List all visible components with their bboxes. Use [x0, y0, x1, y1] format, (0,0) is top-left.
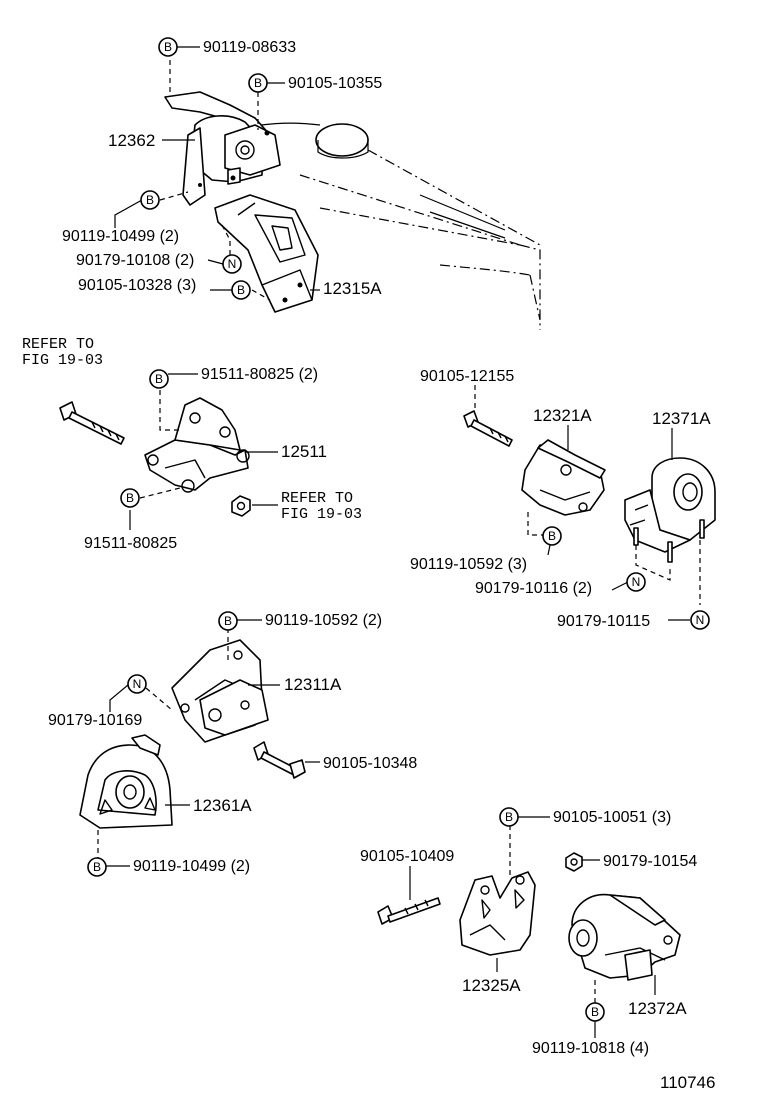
callout-tags: B B B N B B B B N N B N B B B	[87, 37, 710, 1022]
bracket-12321a	[521, 439, 606, 516]
part-labels: 90119-08633 90105-10355 12362 90119-1049…	[22, 39, 715, 1092]
label-90105-10348: 90105-10348	[323, 755, 417, 772]
label-fig-19-03-1: FIG 19-03	[22, 352, 103, 369]
label-12321a: 12321A	[533, 406, 592, 425]
n-tag: N	[690, 610, 710, 630]
label-90179-10169: 90179-10169	[48, 712, 142, 729]
label-90105-10328: 90105-10328 (3)	[78, 277, 196, 294]
svg-text:B: B	[254, 76, 262, 90]
label-12371a: 12371A	[652, 409, 711, 428]
n-tag: N	[222, 254, 242, 274]
svg-text:N: N	[632, 575, 641, 589]
label-fig-19-03-2: FIG 19-03	[281, 506, 362, 523]
svg-text:B: B	[164, 40, 172, 54]
label-12372a: 12372A	[628, 999, 687, 1018]
label-91511-80825: 91511-80825	[84, 535, 177, 552]
label-90179-10115: 90179-10115	[557, 613, 650, 630]
nut-refer	[231, 495, 251, 517]
label-90119-10818: 90119-10818 (4)	[532, 1040, 649, 1057]
bolt-90105-10348	[253, 741, 306, 779]
label-90119-10592-2: 90119-10592 (2)	[265, 612, 382, 629]
bracket-12311a	[171, 639, 269, 743]
label-90179-10154: 90179-10154	[603, 853, 697, 870]
bolt-90105-12155	[463, 410, 513, 447]
b-tag: B	[218, 611, 238, 631]
b-tag: B	[149, 369, 169, 389]
svg-text:B: B	[224, 614, 232, 628]
n-tag: N	[127, 674, 147, 694]
svg-text:N: N	[228, 257, 237, 271]
svg-text:B: B	[505, 810, 513, 824]
b-tag: B	[542, 526, 562, 546]
b-tag: B	[87, 857, 107, 877]
mount-12371a	[624, 457, 716, 563]
label-12361a: 12361A	[193, 796, 252, 815]
label-12315a: 12315A	[323, 279, 382, 298]
svg-text:B: B	[237, 283, 245, 297]
b-tag: B	[140, 190, 160, 210]
nut-90179-10154	[565, 852, 583, 872]
bolt-90105-10409	[377, 897, 441, 925]
bracket-12362	[164, 91, 281, 206]
svg-text:B: B	[591, 1005, 599, 1019]
label-refer-to-2: REFER TO	[281, 490, 353, 507]
bracket-12325a	[459, 871, 536, 956]
label-90179-10108: 90179-10108 (2)	[76, 252, 194, 269]
bracket-12511	[144, 397, 250, 493]
svg-text:B: B	[93, 860, 101, 874]
svg-text:B: B	[146, 193, 154, 207]
bolt-left-refer	[59, 401, 125, 445]
svg-text:B: B	[155, 372, 163, 386]
label-90105-10051: 90105-10051 (3)	[553, 809, 671, 826]
label-refer-to-1: REFER TO	[22, 336, 94, 353]
label-90119-10499-2: 90119-10499 (2)	[133, 858, 250, 875]
label-90105-10409: 90105-10409	[360, 848, 454, 865]
svg-text:N: N	[133, 677, 142, 691]
b-tag: B	[248, 73, 268, 93]
figure-number: 110746	[660, 1073, 715, 1092]
n-tag: N	[626, 572, 646, 592]
label-90119-10499: 90119-10499 (2)	[62, 228, 179, 245]
svg-text:B: B	[548, 529, 556, 543]
b-tag: B	[231, 280, 251, 300]
label-12362: 12362	[108, 131, 155, 150]
b-tag: B	[158, 37, 178, 57]
mount-12372a	[568, 893, 681, 981]
label-91511-80825-2: 91511-80825 (2)	[201, 366, 318, 383]
label-90105-10355: 90105-10355	[288, 75, 382, 92]
label-12325a: 12325A	[462, 976, 521, 995]
b-tag: B	[499, 807, 519, 827]
label-90105-12155: 90105-12155	[420, 368, 514, 385]
svg-text:B: B	[126, 491, 134, 505]
label-12511: 12511	[281, 442, 327, 461]
leader-lines	[97, 46, 701, 1038]
mount-12361a	[79, 734, 173, 829]
label-90119-08633: 90119-08633	[203, 39, 296, 56]
svg-text:N: N	[696, 613, 705, 627]
b-tag: B	[585, 1002, 605, 1022]
bracket-12315a	[214, 194, 319, 313]
b-tag: B	[120, 488, 140, 508]
label-12311a: 12311A	[284, 675, 342, 694]
engine-outline	[209, 122, 541, 330]
label-90179-10116: 90179-10116 (2)	[475, 580, 592, 597]
label-90119-10592-3: 90119-10592 (3)	[410, 556, 527, 573]
